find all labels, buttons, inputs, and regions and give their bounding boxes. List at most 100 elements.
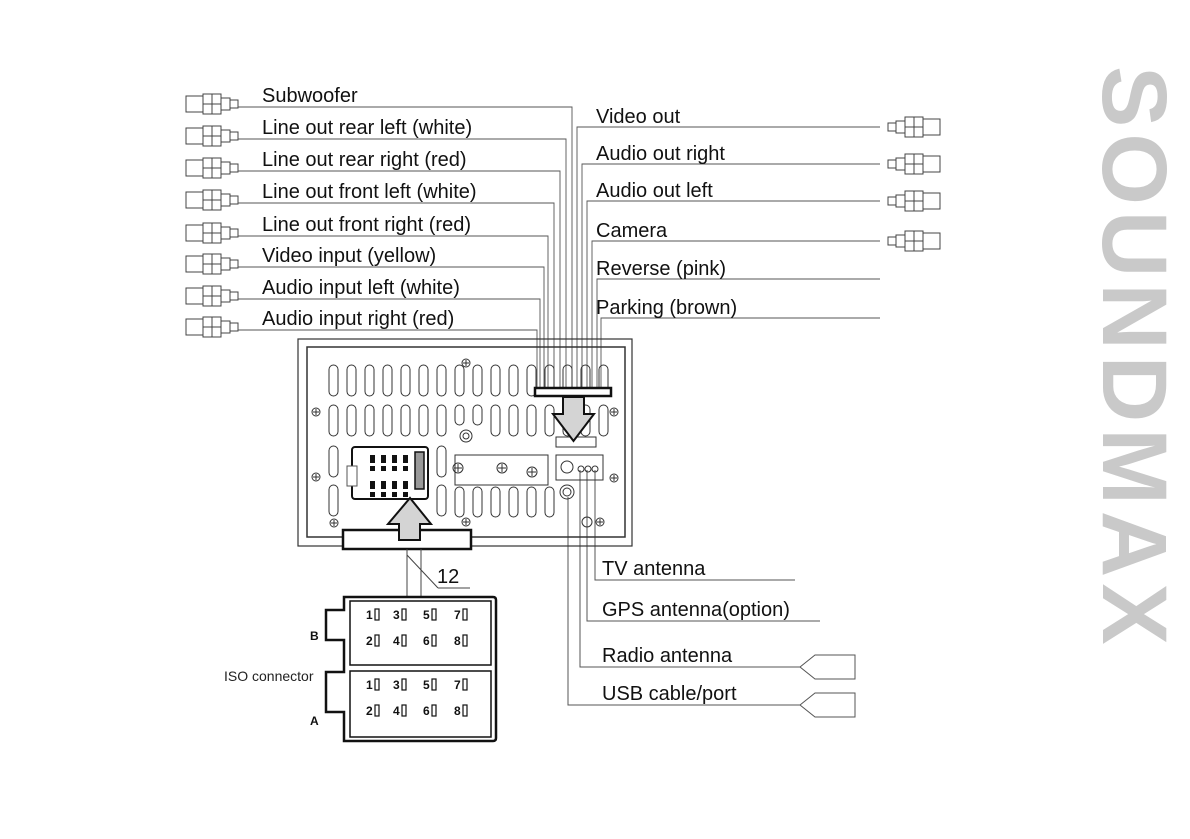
iso-pin-number: 4 (393, 704, 400, 718)
pin-slot-icon (431, 704, 437, 717)
connector-label: Reverse (pink) (596, 258, 726, 280)
screw-icon (329, 518, 339, 528)
rca-plug-icon (185, 316, 239, 338)
iso-pin-number: 2 (366, 634, 373, 648)
connector-label: TV antenna (602, 558, 706, 580)
rca-plug-icon (887, 116, 941, 138)
screw-icon (526, 466, 538, 478)
iso-pin-number: 3 (393, 678, 400, 692)
screws (311, 358, 619, 528)
iso-pin-number: 6 (423, 704, 430, 718)
connector-label: Line out front left (white) (262, 181, 477, 203)
bottom-connector: USB cable/port (567, 497, 856, 718)
connector-label: Audio input left (white) (262, 277, 460, 299)
connector-label: Audio input right (red) (262, 308, 454, 330)
pin-slot-icon (462, 704, 468, 717)
left-connector: Line out rear right (red) (185, 149, 561, 388)
rca-plug-icon (185, 253, 239, 275)
pin-slot-icon (401, 704, 407, 717)
antenna-plug-icon (799, 654, 856, 680)
iso-pin-number: 1 (366, 678, 373, 692)
screw-icon (311, 407, 321, 417)
right-connector: Parking (brown) (596, 297, 880, 388)
connector-label: Parking (brown) (596, 297, 737, 319)
right-connector: Reverse (pink) (596, 258, 880, 388)
iso-pin-number: 4 (393, 634, 400, 648)
left-connector: Line out front right (red) (185, 214, 549, 388)
iso-socket (346, 446, 429, 500)
connector-label: Line out rear right (red) (262, 149, 467, 171)
connector-label: Radio antenna (602, 645, 733, 667)
bottom-connector: TV antenna (594, 470, 795, 581)
pin-slot-icon (401, 634, 407, 647)
iso-block-a-label: A (310, 714, 319, 728)
rca-plug-icon (185, 285, 239, 307)
brand-logo: SOUNDMAX (1083, 66, 1185, 651)
connector-label: USB cable/port (602, 683, 737, 705)
pin-slot-icon (431, 608, 437, 621)
wire-count-label: 12 (437, 566, 459, 588)
screw-icon (311, 472, 321, 482)
iso-connector-label: ISO connector (224, 668, 314, 684)
screw-icon (452, 462, 464, 474)
connector-label: GPS antenna(option) (602, 599, 790, 621)
antenna-plug-icon (799, 692, 856, 718)
pin-slot-icon (401, 678, 407, 691)
rca-plug-icon (185, 222, 239, 244)
pin-slot-icon (431, 678, 437, 691)
iso-pin-number: 8 (454, 634, 461, 648)
rca-plug-icon (185, 93, 239, 115)
connector-label: Subwoofer (262, 85, 358, 107)
right-connector: Video out (576, 106, 941, 388)
rca-plug-icon (887, 190, 941, 212)
right-connector: Audio out right (581, 143, 941, 388)
connector-label: Video input (yellow) (262, 245, 436, 267)
iso-pin-number: 6 (423, 634, 430, 648)
connector-label: Audio out right (596, 143, 725, 165)
screw-icon (595, 517, 605, 527)
left-connector: Line out rear left (white) (185, 117, 567, 388)
iso-pin-number: 3 (393, 608, 400, 622)
iso-pin-number: 8 (454, 704, 461, 718)
pin-slot-icon (462, 678, 468, 691)
pin-slot-icon (374, 704, 380, 717)
connector-label: Audio out left (596, 180, 713, 202)
left-connector: Audio input right (red) (185, 308, 538, 388)
pin-slot-icon (401, 608, 407, 621)
connector-label: Camera (596, 220, 668, 242)
iso-pin-number: 1 (366, 608, 373, 622)
vent-slots (328, 364, 609, 518)
pin-slot-icon (462, 608, 468, 621)
rca-plug-icon (185, 189, 239, 211)
iso-pin-number: 5 (423, 608, 430, 622)
iso-pin-number: 2 (366, 704, 373, 718)
left-connector: Video input (yellow) (185, 245, 545, 388)
pin-slot-icon (431, 634, 437, 647)
screw-icon (461, 358, 471, 368)
head-unit-rear-panel (297, 338, 633, 547)
rca-plug-icon (887, 153, 941, 175)
connector-label: Line out front right (red) (262, 214, 471, 236)
connector-label: Video out (596, 106, 681, 128)
screw-icon (609, 473, 619, 483)
pin-slot-icon (462, 634, 468, 647)
screw-icon (609, 407, 619, 417)
iso-pin-number: 7 (454, 608, 461, 622)
iso-pin-number: 7 (454, 678, 461, 692)
rca-plug-icon (887, 230, 941, 252)
screw-icon (461, 517, 471, 527)
right-connector: Audio out left (586, 180, 941, 388)
pin-slot-icon (374, 678, 380, 691)
left-connector: Line out front left (white) (185, 181, 555, 388)
rca-plug-icon (185, 125, 239, 147)
bottom-connector: Radio antenna (579, 470, 856, 680)
iso-pin-number: 5 (423, 678, 430, 692)
right-connector: Camera (591, 220, 941, 388)
rca-plug-icon (185, 157, 239, 179)
left-connector: Audio input left (white) (185, 277, 541, 388)
connector-label: Line out rear left (white) (262, 117, 472, 139)
